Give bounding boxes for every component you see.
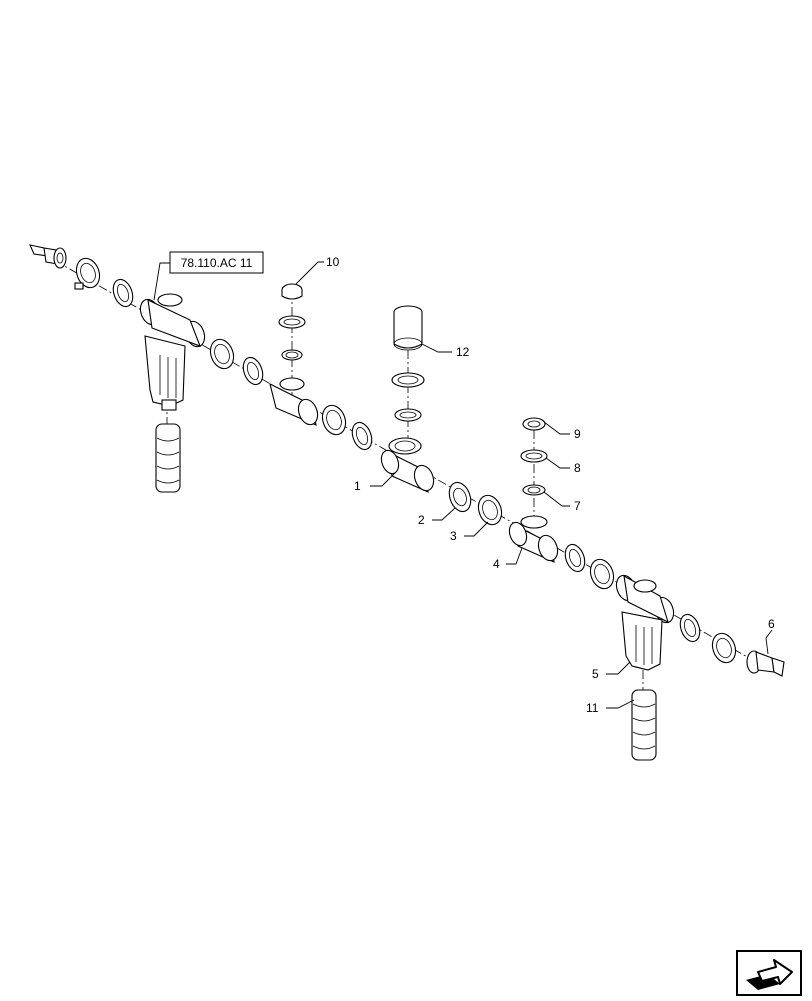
item-8-clamp (520, 449, 548, 463)
reference-box (169, 251, 264, 274)
left-hose-barb (29, 244, 67, 269)
ring-gasket-a (242, 356, 264, 386)
right-filter-screen (631, 689, 657, 761)
callout-5[interactable]: 5 (592, 667, 599, 681)
leader-11 (606, 699, 635, 709)
item-9-cap (522, 417, 546, 431)
top-clamp (278, 315, 306, 329)
left-clamp (74, 257, 101, 290)
leader-10 (295, 261, 324, 285)
callout-10[interactable]: 10 (326, 255, 340, 269)
ring-clamp-a (209, 338, 235, 370)
ring-gasket-b (351, 421, 373, 451)
item-7-gasket (522, 484, 546, 496)
item-2-gasket (448, 481, 472, 513)
ring-clamp-d (711, 632, 737, 664)
ring-gasket-c (564, 543, 586, 573)
leader-5 (606, 661, 631, 675)
ring-gasket-d (679, 613, 701, 643)
leader-8 (545, 457, 570, 469)
ring-clamp-b (321, 404, 347, 436)
left-filter-screen (155, 423, 181, 493)
left-filter-housing (139, 293, 206, 411)
leader-3 (464, 521, 489, 537)
top-gasket (281, 349, 303, 361)
callout-6[interactable]: 6 (768, 617, 775, 631)
leader-1 (370, 471, 397, 487)
leader-7 (543, 491, 570, 507)
reference-label[interactable]: 78.110.AC 11 (181, 256, 253, 270)
leader-9 (543, 421, 570, 435)
leader-12 (421, 343, 452, 353)
callout-2[interactable]: 2 (418, 513, 425, 527)
callout-7[interactable]: 7 (574, 499, 581, 513)
leader-4 (506, 547, 523, 565)
item-4-tee-body (508, 515, 559, 563)
callout-11[interactable]: 11 (586, 701, 599, 715)
callout-4[interactable]: 4 (493, 557, 500, 571)
upper-branch-gasket (394, 408, 422, 422)
callout-12[interactable]: 12 (456, 345, 470, 359)
reference-leader (153, 262, 170, 301)
callout-8[interactable]: 8 (574, 461, 581, 475)
callout-9[interactable]: 9 (574, 427, 581, 441)
leader-6 (765, 629, 773, 655)
left-gasket (112, 278, 134, 308)
top-cap (281, 283, 303, 300)
callout-1[interactable]: 1 (354, 479, 361, 493)
right-filter-housing (615, 574, 675, 671)
leader-2 (432, 507, 456, 521)
item-3-clamp (477, 494, 503, 526)
left-tee-body (269, 377, 319, 426)
main-tee-body (380, 437, 435, 493)
item-6-hose-barb (746, 650, 785, 677)
next-page-arrow-icon[interactable] (736, 950, 802, 996)
strainer-cartridge (393, 305, 423, 351)
ring-clamp-c (589, 558, 615, 590)
callout-3[interactable]: 3 (450, 529, 457, 543)
upper-branch-clamp (391, 372, 425, 388)
